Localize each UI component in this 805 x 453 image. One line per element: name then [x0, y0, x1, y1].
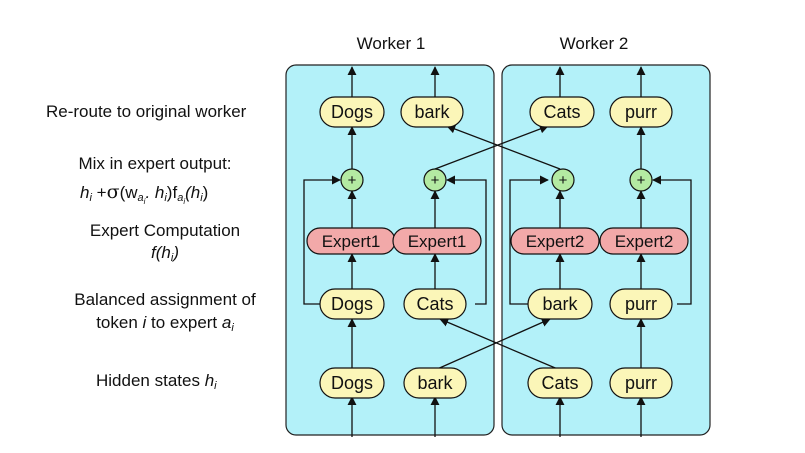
assigned-token-purr-label: purr [625, 294, 657, 314]
hidden-token-cats: Cats [527, 367, 593, 399]
arrows [303, 66, 692, 437]
assigned-token-bark: bark [527, 288, 593, 320]
mix-plus-2-label: + [559, 172, 568, 189]
worker-1-title: Worker 1 [356, 34, 426, 53]
assign-cross-bark [434, 318, 551, 371]
assigned-token-cats-label: Cats [416, 294, 453, 314]
expert-node-3-label: Expert2 [615, 232, 674, 251]
expert-node-2-label: Expert2 [526, 232, 585, 251]
assigned-token-dogs-label: Dogs [331, 294, 373, 314]
expert-node-2: Expert2 [510, 227, 600, 255]
expert-node-1: Expert1 [392, 227, 482, 255]
label-balanced-token: token i to expert ai [96, 313, 234, 334]
mix-plus-1: + [423, 168, 447, 192]
mix-plus-3: + [629, 168, 653, 192]
skip-arrow-2 [509, 175, 549, 305]
assigned-token-cats: Cats [403, 288, 467, 320]
expert-node-0-label: Expert1 [322, 232, 381, 251]
label-expert-computation: Expert Computation [89, 221, 241, 240]
label-mix-formula: hi +σ(wai. hi)fai(hi) [80, 181, 209, 206]
assigned-token-dogs: Dogs [319, 288, 385, 320]
label-balanced-assignment: Balanced assignment of [74, 290, 256, 309]
rerouted-token-dogs-label: Dogs [331, 102, 373, 122]
rerouted-token-bark-label: bark [414, 102, 450, 122]
label-hidden-states: Hidden states hi [96, 371, 217, 392]
rerouted-token-bark: bark [400, 96, 464, 128]
hidden-token-dogs-label: Dogs [331, 373, 373, 393]
mix-plus-1-label: + [431, 172, 440, 189]
assign-cross-cats [439, 318, 561, 371]
skip-arrow-3 [652, 175, 692, 305]
mix-plus-0-label: + [348, 172, 357, 189]
rerouted-token-cats-label: Cats [543, 102, 580, 122]
expert-node-1-label: Expert1 [408, 232, 467, 251]
mix-plus-2: + [551, 168, 575, 192]
hidden-token-dogs: Dogs [319, 367, 385, 399]
assigned-token-purr: purr [609, 288, 673, 320]
expert-node-3: Expert2 [599, 227, 689, 255]
reroute-cross-cats [434, 124, 549, 170]
hidden-token-purr: purr [609, 367, 673, 399]
skip-arrow-0 [303, 175, 341, 305]
hidden-token-purr-label: purr [625, 373, 657, 393]
label-expert-function: f(hi) [151, 243, 179, 264]
expert-node-0: Expert1 [306, 227, 396, 255]
hidden-token-bark: bark [403, 367, 467, 399]
hidden-token-bark-label: bark [417, 373, 453, 393]
mix-plus-0: + [340, 168, 364, 192]
rerouted-token-purr-label: purr [625, 102, 657, 122]
hidden-token-cats-label: Cats [541, 373, 578, 393]
skip-arrow-1 [446, 175, 487, 305]
worker-2-title: Worker 2 [559, 34, 629, 53]
assigned-token-bark-label: bark [542, 294, 578, 314]
reroute-cross-bark [446, 124, 561, 170]
rerouted-token-purr: purr [609, 96, 673, 128]
label-reroute: Re-route to original worker [46, 102, 247, 121]
label-mix: Mix in expert output: [78, 154, 232, 173]
mix-plus-3-label: + [637, 172, 646, 189]
rerouted-token-dogs: Dogs [319, 96, 385, 128]
rerouted-token-cats: Cats [529, 96, 595, 128]
